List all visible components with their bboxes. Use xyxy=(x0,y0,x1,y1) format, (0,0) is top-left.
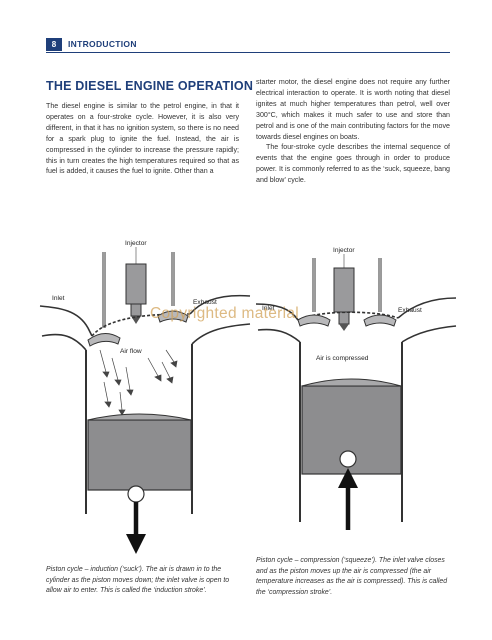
compression-diagram: Injector Air is compressed Inlet Exhaust xyxy=(255,247,457,530)
paragraph-continued: starter motor, the diesel engine does no… xyxy=(256,78,450,141)
gudgeon-pin xyxy=(339,450,357,468)
piston xyxy=(87,419,192,491)
text-column-right: starter motor, the diesel engine does no… xyxy=(256,77,450,186)
paragraph-intro: The diesel engine is similar to the petr… xyxy=(46,102,239,176)
air-flow-label: Air flow xyxy=(120,348,142,355)
exhaust-valve xyxy=(363,314,397,327)
inlet-label: Inlet xyxy=(52,295,65,302)
running-header: 8 INTRODUCTION xyxy=(46,38,450,53)
text-column-left: The diesel engine is similar to the petr… xyxy=(46,101,239,177)
compression-caption: Piston cycle – compression (‘squeeze’). … xyxy=(256,557,448,596)
injector-label: Injector xyxy=(125,240,147,247)
article-title: THE DIESEL ENGINE OPERATION xyxy=(46,79,254,93)
air-compressed-label: Air is compressed xyxy=(316,355,369,362)
watermark: Copyrighted material xyxy=(150,305,300,322)
inlet-valve xyxy=(87,333,121,347)
induction-diagram: Injector Air flow Inlet Exhaust xyxy=(39,240,251,554)
exhaust-label: Exhaust xyxy=(398,307,422,314)
gudgeon-pin xyxy=(127,485,145,503)
injector-label: Injector xyxy=(333,247,355,254)
inlet-valve xyxy=(297,314,331,327)
air-flow-arrows xyxy=(99,349,178,416)
paragraph-four-stroke: The four-stroke cycle describes the inte… xyxy=(256,143,450,185)
exhaust-valve xyxy=(157,310,189,323)
injector xyxy=(125,263,147,305)
page-number: 8 xyxy=(46,38,62,51)
induction-caption: Piston cycle – induction (‘suck’). The a… xyxy=(46,566,230,595)
inlet-label: Inlet xyxy=(262,305,275,312)
section-name: INTRODUCTION xyxy=(68,39,137,49)
exhaust-label: Exhaust xyxy=(193,299,217,306)
injector xyxy=(333,267,355,313)
